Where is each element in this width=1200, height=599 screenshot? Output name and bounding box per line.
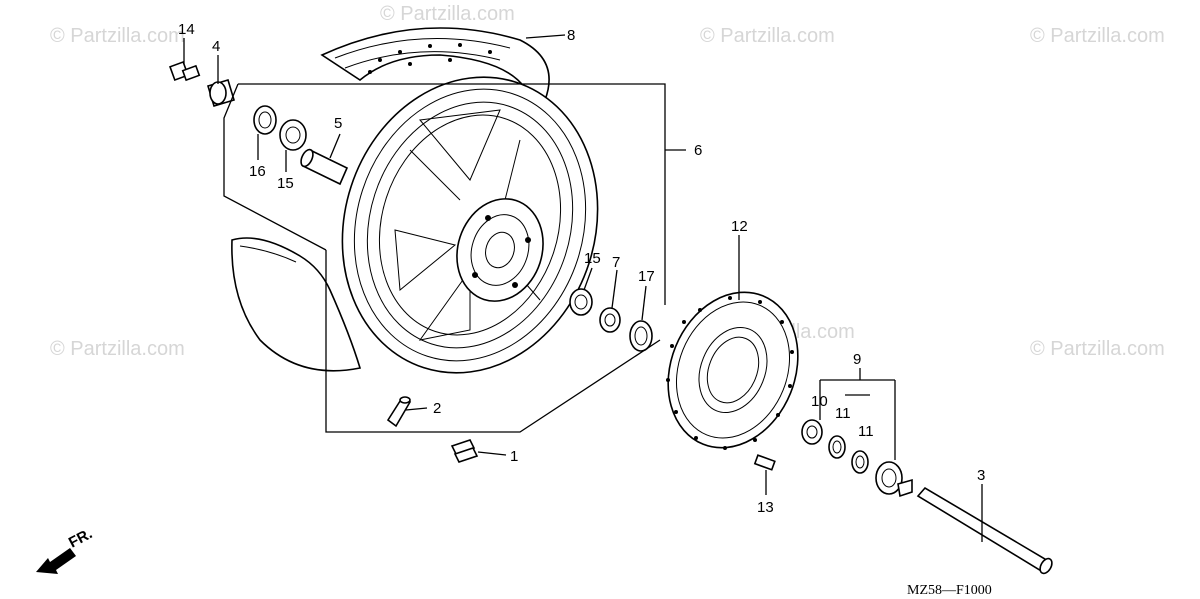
watermark: © Partzilla.com: [380, 3, 515, 25]
watermark: © Partzilla.com: [700, 25, 835, 47]
bearing-15-upper-part[interactable]: [279, 119, 307, 151]
bearing-15-right-part[interactable]: [569, 288, 593, 316]
seal-17-part[interactable]: [629, 320, 653, 352]
callout-6[interactable]: 6: [694, 142, 702, 159]
spacer-5-part[interactable]: [299, 148, 349, 186]
watermark: © Partzilla.com: [1030, 25, 1165, 47]
gear-10-part[interactable]: [801, 419, 823, 445]
callout-11a[interactable]: 11: [835, 405, 851, 422]
callout-14[interactable]: 14: [178, 21, 195, 38]
callout-12[interactable]: 12: [731, 218, 748, 235]
callout-15-upper[interactable]: 15: [277, 175, 294, 192]
leader-lines: [183, 34, 983, 542]
retainer-7-part[interactable]: [599, 307, 621, 333]
collar-4-part[interactable]: [207, 79, 235, 107]
bearing-16-part[interactable]: [253, 105, 277, 135]
callout-15-right[interactable]: 15: [584, 250, 601, 267]
callout-10[interactable]: 10: [811, 393, 828, 410]
callout-8[interactable]: 8: [567, 27, 575, 44]
front-direction-indicator: FR.: [36, 525, 95, 574]
washer-11b-part[interactable]: [851, 450, 869, 474]
callout-11b[interactable]: 11: [858, 423, 874, 440]
tire-part[interactable]: [231, 27, 550, 372]
axle-3-part[interactable]: [916, 486, 1054, 575]
callout-3[interactable]: 3: [977, 467, 985, 484]
front-label: FR.: [66, 525, 95, 551]
callout-4[interactable]: 4: [212, 38, 220, 55]
callout-13[interactable]: 13: [757, 499, 774, 516]
callout-5[interactable]: 5: [334, 115, 342, 132]
callout-2[interactable]: 2: [433, 400, 441, 417]
watermark: © Partzilla.com: [50, 338, 185, 360]
watermark-group: © Partzilla.com © Partzilla.com © Partzi…: [50, 3, 1165, 360]
wheel-part[interactable]: [305, 44, 635, 407]
washer-11a-part[interactable]: [828, 435, 846, 459]
callout-7[interactable]: 7: [612, 254, 620, 271]
front-arrow-icon: [36, 548, 76, 574]
valve-2-part[interactable]: [386, 396, 412, 428]
weight-1-part[interactable]: [450, 439, 479, 463]
callout-1[interactable]: 1: [510, 448, 518, 465]
watermark: © Partzilla.com: [50, 25, 185, 47]
diagram-code: MZ58—F1000: [907, 583, 992, 598]
callout-16[interactable]: 16: [249, 163, 266, 180]
callout-labels: 14 4 16 15 5 8 6 15 7 17 12 2 1 13 9 10 …: [178, 21, 985, 516]
watermark: © Partzilla.com: [1030, 338, 1165, 360]
assembly-frame: [223, 83, 896, 460]
bolt-14-part[interactable]: [169, 61, 201, 82]
brake-disk-12-part[interactable]: [646, 273, 821, 468]
gearbox-9-part[interactable]: [875, 461, 913, 498]
bolt-13-part[interactable]: [753, 454, 776, 471]
callout-17[interactable]: 17: [638, 268, 655, 285]
callout-9[interactable]: 9: [853, 351, 861, 368]
